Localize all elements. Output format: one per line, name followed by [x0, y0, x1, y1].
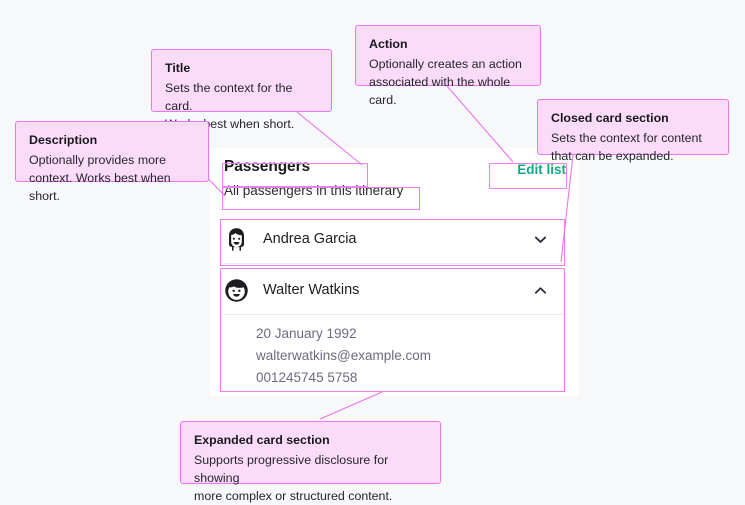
detail-email: walterwatkins@example.com	[256, 347, 432, 363]
callout-action-heading: Action	[369, 37, 408, 51]
callout-description: Description Optionally provides more con…	[15, 121, 209, 203]
card-section-collapsed: Andrea Garcia	[210, 214, 578, 265]
card-description: All passengers in this itinerary	[224, 183, 404, 198]
callout-expanded-line-2: more complex or structured content.	[194, 488, 393, 503]
edit-list-button[interactable]: Edit list	[517, 162, 566, 177]
section-header-andrea-garcia[interactable]: Andrea Garcia	[210, 214, 578, 264]
section-body-details: 20 January 1992 walterwatkins@example.co…	[210, 315, 578, 403]
card-section-expanded: Walter Watkins 20 January 1992 walterwat…	[210, 265, 578, 396]
woman-face-icon	[229, 227, 244, 251]
boy-face-icon	[225, 278, 248, 302]
callout-expanded-card-section: Expanded card section Supports progressi…	[180, 421, 441, 503]
callout-closed-heading: Closed card section	[551, 111, 669, 125]
callout-expanded-heading: Expanded card section	[194, 433, 330, 447]
callout-expanded-line-1: Supports progressive disclosure for show…	[194, 452, 389, 485]
callout-title-heading: Title	[165, 61, 191, 75]
detail-date-of-birth: 20 January 1992	[256, 326, 357, 341]
callout-title: Title Sets the context for the card. Wor…	[151, 49, 332, 131]
card-title: Passengers	[224, 158, 311, 175]
person-name: Andrea Garcia	[263, 231, 357, 247]
chevron-up-icon[interactable]	[533, 283, 548, 298]
passengers-card: Passengers All passengers in this itiner…	[210, 148, 578, 396]
section-divider	[224, 314, 564, 315]
callout-action-line-2: associated with the whole card.	[369, 74, 511, 107]
detail-phone: 001245745 5758	[256, 369, 358, 385]
callout-closed-line-2: that can be expanded.	[551, 148, 674, 163]
callout-title-line-1: Sets the context for the card.	[165, 80, 293, 113]
callout-closed-card-section: Closed card section Sets the context for…	[537, 99, 729, 163]
person-name: Walter Watkins	[263, 282, 360, 298]
callout-action-line-1: Optionally creates an action	[369, 56, 522, 71]
card-header: Passengers All passengers in this itiner…	[210, 148, 578, 212]
section-header-walter-watkins[interactable]: Walter Watkins	[210, 265, 578, 315]
callout-closed-line-1: Sets the context for content	[551, 130, 702, 145]
section-divider	[224, 263, 564, 264]
callout-action: Action Optionally creates an action asso…	[355, 25, 541, 107]
callout-description-line-1: Optionally provides more	[29, 152, 167, 167]
chevron-down-icon[interactable]	[533, 232, 548, 247]
callout-description-heading: Description	[29, 133, 98, 147]
callout-description-line-2: context. Works best when short.	[29, 170, 171, 203]
